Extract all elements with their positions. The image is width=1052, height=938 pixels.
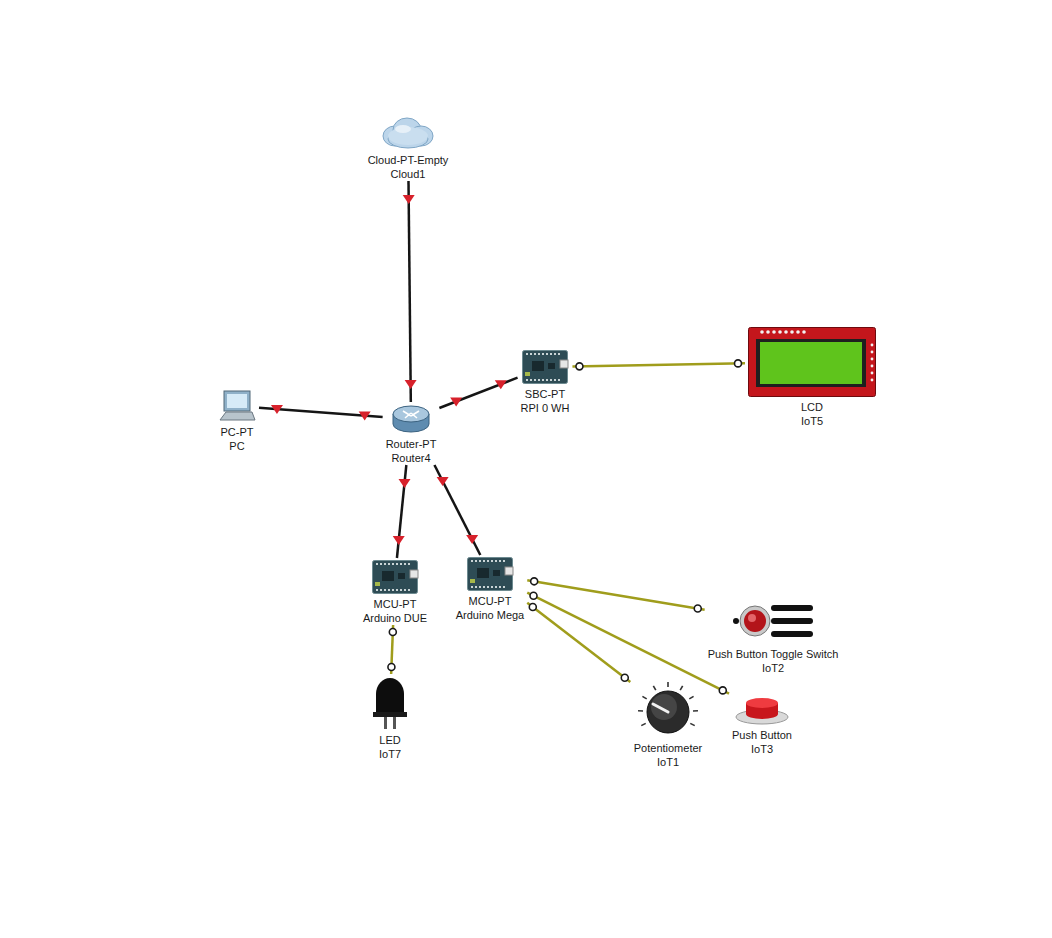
- cloud-symbol: [381, 116, 435, 150]
- connector-group: [388, 625, 396, 674]
- button-symbol: [735, 695, 789, 725]
- port-dot: [694, 605, 701, 612]
- iot-cable: [527, 603, 630, 682]
- potentiometer-icon: [638, 682, 698, 733]
- device-type: SBC-PT: [521, 387, 570, 401]
- device-name: IoT7: [372, 747, 408, 761]
- port-dot: [389, 628, 396, 635]
- device-type: Cloud-PT-Empty: [368, 153, 449, 167]
- device-node: Router-PTRouter4: [383, 402, 440, 465]
- board-icon: [372, 561, 418, 594]
- board-symbol: [467, 557, 513, 591]
- iot-cable: [572, 363, 745, 366]
- connector-group: [434, 465, 480, 555]
- device-name: PC: [218, 439, 256, 453]
- port-dot: [530, 592, 537, 599]
- connector-group: [439, 378, 517, 408]
- port-dot: [388, 664, 395, 671]
- device-type: Push Button: [732, 728, 792, 742]
- device-node: MCU-PTArduino DUE: [360, 558, 430, 625]
- link-light: [437, 477, 449, 486]
- device-type: MCU-PT: [456, 594, 525, 608]
- link-light: [466, 535, 478, 544]
- router-symbol: [391, 404, 431, 434]
- port-dot: [529, 603, 536, 610]
- cloud-icon: [383, 118, 433, 148]
- device-type: Push Button Toggle Switch: [708, 647, 839, 661]
- device-node: MCU-PTArduino Mega: [453, 555, 528, 622]
- device-name: RPI 0 WH: [521, 401, 570, 415]
- device-name: Router4: [386, 451, 437, 465]
- device-node: Cloud-PT-EmptyCloud1: [365, 114, 452, 181]
- connector-group: [403, 181, 417, 402]
- device-type: LCD: [748, 400, 876, 414]
- pot-symbol: [633, 684, 703, 738]
- device-name: IoT5: [748, 414, 876, 428]
- port-dot: [576, 363, 583, 370]
- port-dot: [719, 687, 726, 694]
- device-type: Potentiometer: [633, 741, 703, 755]
- connector-group: [259, 405, 383, 421]
- device-name: IoT1: [633, 755, 703, 769]
- connector-group: [572, 360, 745, 370]
- board-icon: [468, 558, 514, 591]
- device-node: SBC-PTRPI 0 WH: [518, 348, 573, 415]
- network-link: [434, 465, 480, 555]
- device-node: LEDIoT7: [369, 674, 411, 761]
- network-link: [409, 181, 411, 402]
- led-icon: [373, 678, 407, 729]
- device-name: Arduino Mega: [456, 608, 525, 622]
- connector-group: [393, 465, 411, 558]
- lcd-icon: [749, 328, 876, 397]
- device-node: Push ButtonIoT3: [729, 693, 795, 756]
- device-type: MCU-PT: [363, 597, 427, 611]
- device-name: Cloud1: [368, 167, 449, 181]
- connector-group: [527, 603, 630, 682]
- pc-icon: [220, 391, 255, 420]
- port-dot: [531, 578, 538, 585]
- iot-cable: [527, 593, 729, 694]
- device-name: IoT3: [732, 742, 792, 756]
- link-light: [450, 397, 462, 406]
- device-name: IoT2: [708, 661, 839, 675]
- device-type: Router-PT: [386, 437, 437, 451]
- link-light: [271, 405, 283, 414]
- board-icon: [523, 351, 569, 384]
- device-type: PC-PT: [218, 425, 256, 439]
- device-node: PotentiometerIoT1: [630, 682, 706, 769]
- port-dot: [735, 360, 742, 367]
- connector-group: [527, 592, 729, 694]
- port-dot: [621, 674, 628, 681]
- link-light: [399, 479, 411, 488]
- router-icon: [393, 406, 429, 432]
- board-symbol: [522, 350, 568, 384]
- device-type: LED: [372, 733, 408, 747]
- link-light: [393, 536, 405, 545]
- link-light: [405, 380, 417, 389]
- pc-symbol: [218, 390, 256, 422]
- led-symbol: [372, 676, 408, 730]
- network-link: [439, 378, 517, 408]
- device-node: Push Button Toggle SwitchIoT2: [705, 596, 842, 675]
- lcd-symbol: [748, 327, 876, 397]
- board-symbol: [372, 560, 418, 594]
- push-button-icon: [736, 698, 788, 724]
- device-name: Arduino DUE: [363, 611, 427, 625]
- link-light: [359, 412, 371, 421]
- toggle-symbol: [733, 598, 813, 644]
- device-node: PC-PTPC: [215, 388, 259, 453]
- link-light: [495, 380, 507, 389]
- device-node: LCDIoT5: [745, 325, 879, 428]
- link-light: [403, 195, 415, 204]
- toggle-switch-icon: [733, 605, 813, 637]
